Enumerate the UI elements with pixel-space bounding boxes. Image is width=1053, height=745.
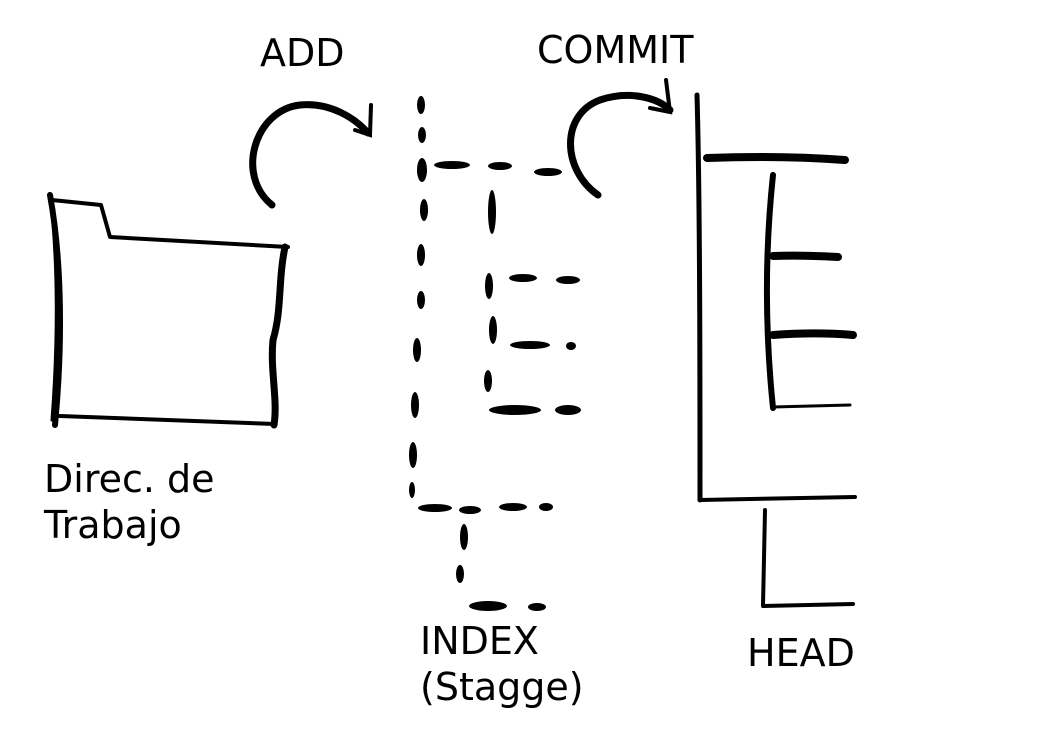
working-dir-label-line2: Trabajo (44, 503, 182, 547)
index-label-line1: INDEX (420, 619, 539, 663)
index-label-line2: (Stagge) (420, 665, 584, 709)
working-dir-label: Direc. de Trabajo (44, 456, 215, 548)
head-label: HEAD (747, 631, 855, 675)
commit-arrow-icon (567, 78, 674, 199)
working-dir-label-line1: Direc. de (44, 457, 215, 501)
commit-label: COMMIT (537, 28, 694, 72)
dashed-tree-icon (409, 96, 581, 611)
add-label: ADD (260, 31, 345, 75)
tree-icon (694, 92, 857, 608)
add-arrow-icon (249, 101, 373, 209)
index-label: INDEX (Stagge) (420, 618, 584, 710)
folder-icon (47, 192, 290, 429)
